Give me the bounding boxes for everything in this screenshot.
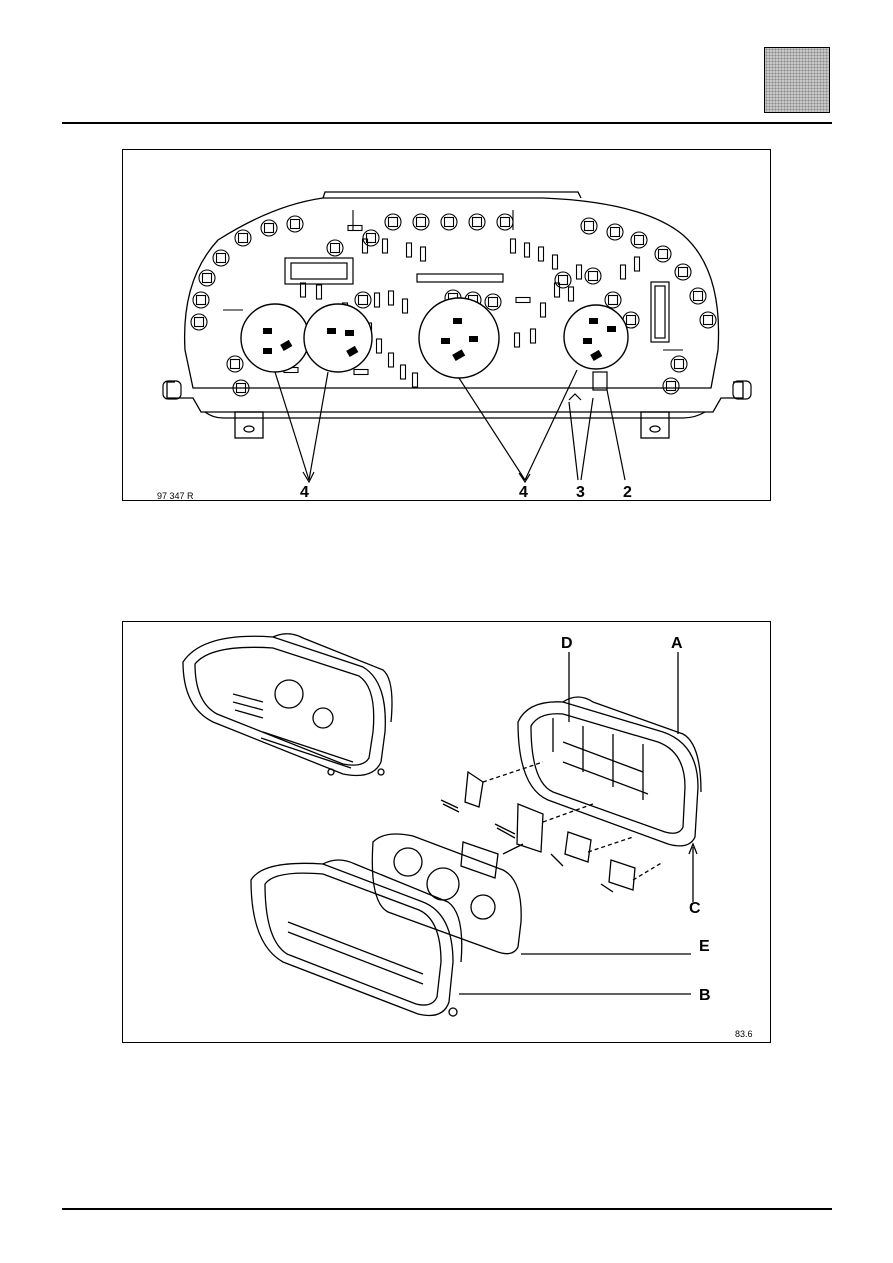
callout-B: B [699,987,711,1004]
exploded-view-illustration [182,633,702,1017]
figure-exploded-view: D A C E B 83.6 [122,621,771,1043]
callout-D: D [561,635,573,652]
header-rule [62,122,832,124]
callout-2: 2 [623,484,632,501]
callout-C: C [689,900,701,917]
circuit-board-illustration [162,191,752,484]
callout-4-left: 4 [300,484,309,501]
callout-4-right: 4 [519,484,528,501]
figure-circuit-board: 4 4 3 2 97 347 R [122,149,771,501]
figure-reference-number: 83.6 [735,1029,753,1039]
callout-3: 3 [576,484,585,501]
figure-reference-number: 97 347 R [157,491,194,501]
section-tab-marker [764,47,830,113]
callout-E: E [699,938,710,955]
footer-rule [62,1208,832,1210]
callout-A: A [671,635,683,652]
